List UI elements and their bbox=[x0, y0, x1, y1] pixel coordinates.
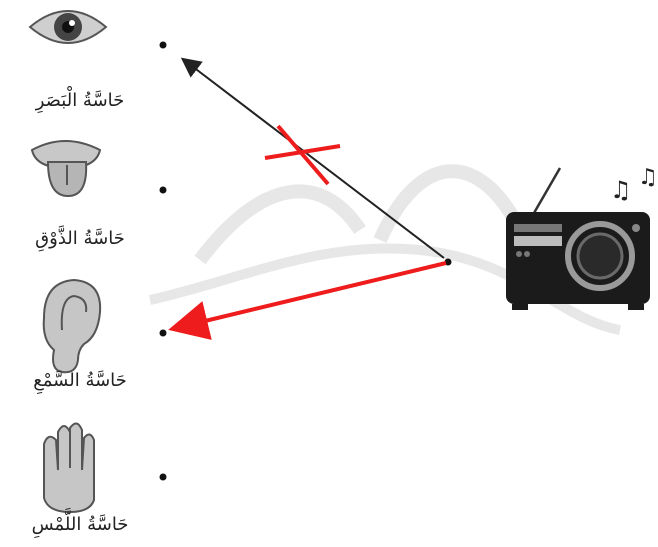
dot-touch bbox=[159, 473, 167, 481]
dot-radio bbox=[444, 258, 452, 266]
dot-sight bbox=[159, 41, 167, 49]
sense-label-sight: حَاسَّةُ الْبَصَرِ bbox=[35, 90, 125, 111]
svg-text:♫: ♫ bbox=[610, 176, 632, 204]
svg-text:♫: ♫ bbox=[638, 165, 658, 190]
dot-hearing bbox=[159, 329, 167, 337]
sense-label-touch: حَاسَّةُ اللَّمْسِ bbox=[31, 514, 129, 535]
cross-mark bbox=[264, 144, 341, 160]
dot-taste bbox=[159, 186, 167, 194]
sense-label-hearing: حَاسَّةُ السَّمْعِ bbox=[33, 370, 127, 391]
sense-label-taste: حَاسَّةُ الذَّوْقِ bbox=[35, 228, 125, 249]
cross-mark bbox=[276, 124, 330, 186]
